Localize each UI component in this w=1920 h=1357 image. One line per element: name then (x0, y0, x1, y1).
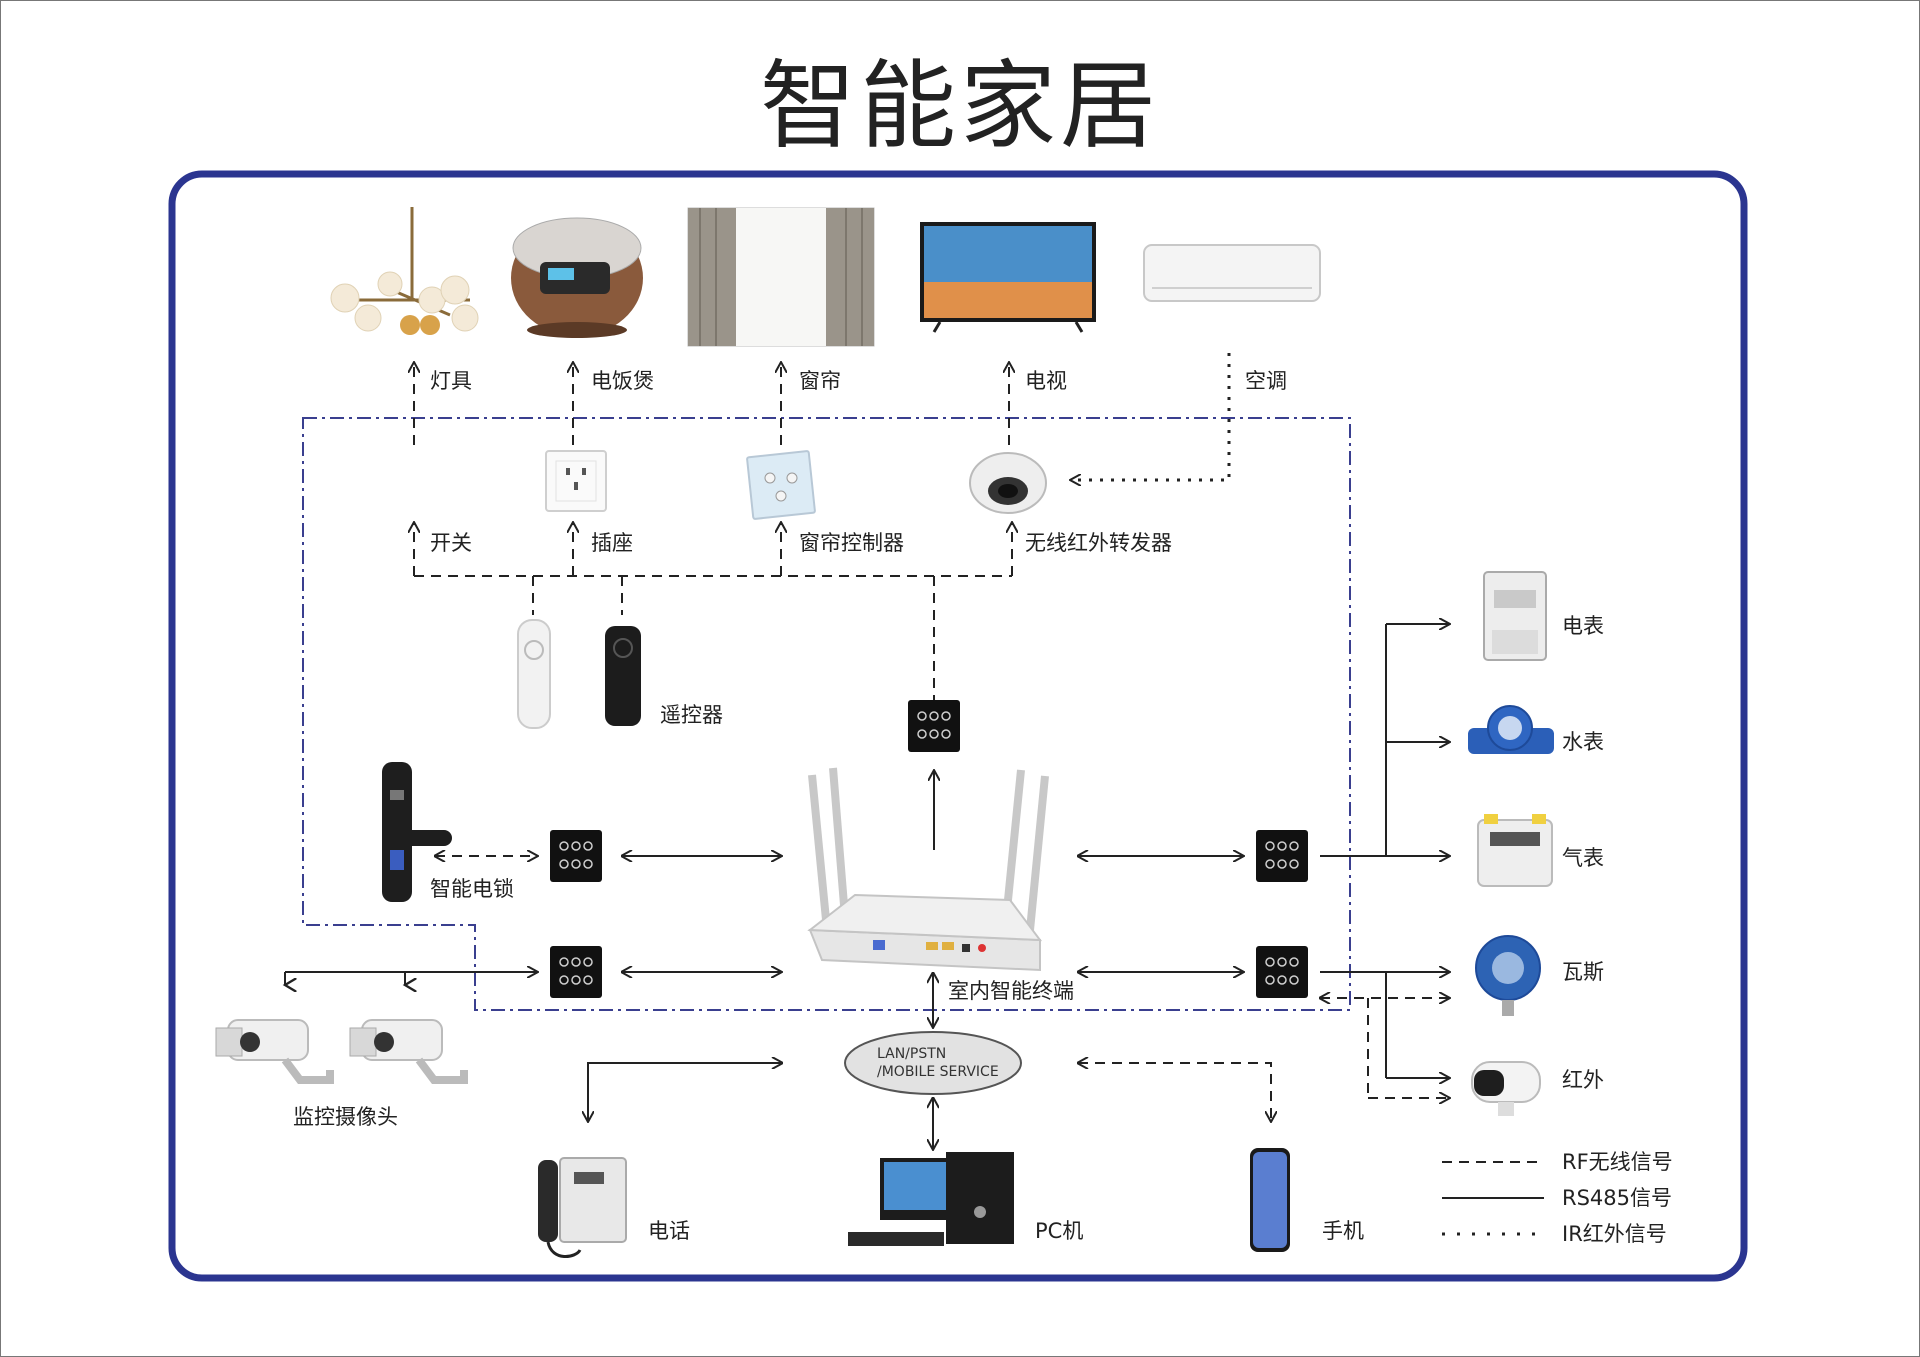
link-network-mobile (1078, 1063, 1271, 1122)
phone-icon (538, 1157, 627, 1258)
network-line1: LAN/PSTN (877, 1046, 946, 1062)
legend-rf-label: RF无线信号 (1562, 1150, 1673, 1174)
network-line2: /MOBILE SERVICE (877, 1064, 999, 1080)
router-icon (807, 767, 1049, 972)
terminal-label: 室内智能终端 (948, 979, 1074, 1003)
ir-link-ac (1070, 353, 1231, 480)
lamp-icon (330, 207, 479, 335)
gas-meter-icon (1477, 814, 1553, 887)
remote-label: 遥控器 (660, 703, 723, 727)
curtain-controller-icon (746, 450, 816, 520)
gas-detector-icon (1475, 935, 1541, 1016)
ir-transponder-label: 无线红外转发器 (1025, 531, 1172, 555)
camera-links (285, 972, 538, 985)
panel-camera (550, 946, 602, 998)
infrared-sensor-icon (1471, 1061, 1541, 1116)
curtain-label: 窗帘 (799, 369, 841, 393)
smart-lock-icon (382, 762, 452, 902)
camera-icon (215, 1019, 334, 1084)
panel-terminal-top (908, 700, 960, 752)
infrared-label: 红外 (1562, 1068, 1604, 1092)
air-conditioner-label: 空调 (1245, 369, 1287, 393)
panel-sensors (1256, 946, 1308, 998)
cameras-label: 监控摄像头 (293, 1105, 398, 1129)
remote-black-icon (605, 626, 641, 726)
remote-white-icon (517, 619, 551, 729)
water-meter-label: 水表 (1562, 730, 1604, 754)
link-network-phone (588, 1063, 782, 1122)
phone-label: 电话 (648, 1219, 690, 1243)
socket-label: 插座 (591, 531, 633, 555)
panel-lock (550, 830, 602, 882)
gas-detector-label: 瓦斯 (1562, 960, 1604, 984)
socket-icon (545, 450, 607, 512)
appliance-links (414, 362, 1009, 445)
camera-icon (349, 1019, 468, 1084)
switch-label: 开关 (430, 531, 472, 555)
page-title: 智能家居 (760, 50, 1160, 162)
ir-transponder-icon (969, 452, 1047, 514)
legend-rs485-label: RS485信号 (1562, 1186, 1672, 1210)
control-bus (414, 522, 1012, 700)
electric-meter-label: 电表 (1562, 614, 1604, 638)
water-meter-icon (1468, 705, 1554, 754)
mobile-label: 手机 (1322, 1219, 1364, 1243)
outer-frame (168, 170, 1748, 1282)
legend-ir-label: IR红外信号 (1562, 1222, 1667, 1246)
meter-bus (1320, 624, 1450, 1078)
zone-boundary (302, 417, 1351, 1011)
gas-meter-label: 气表 (1562, 846, 1604, 870)
rs485-links (622, 856, 1244, 972)
curtain-icon (687, 207, 875, 347)
air-conditioner-icon (1143, 244, 1321, 302)
smart-lock-label: 智能电锁 (430, 877, 514, 901)
panel-meters (1256, 830, 1308, 882)
electric-meter-icon (1483, 571, 1547, 661)
mobile-icon (1250, 1148, 1290, 1252)
rice-cooker-label: 电饭煲 (591, 369, 654, 393)
pc-label: PC机 (1035, 1219, 1083, 1243)
pc-icon (848, 1152, 1014, 1246)
legend: RF无线信号 RS485信号 IR红外信号 (1442, 1150, 1673, 1246)
tv-label: 电视 (1025, 369, 1067, 393)
tv-icon (920, 222, 1096, 333)
lamp-label: 灯具 (430, 369, 472, 393)
network-node (844, 1031, 1022, 1095)
curtain-controller-label: 窗帘控制器 (799, 531, 904, 555)
rice-cooker-icon (511, 217, 643, 338)
meter-rf-bus (1320, 998, 1450, 1098)
